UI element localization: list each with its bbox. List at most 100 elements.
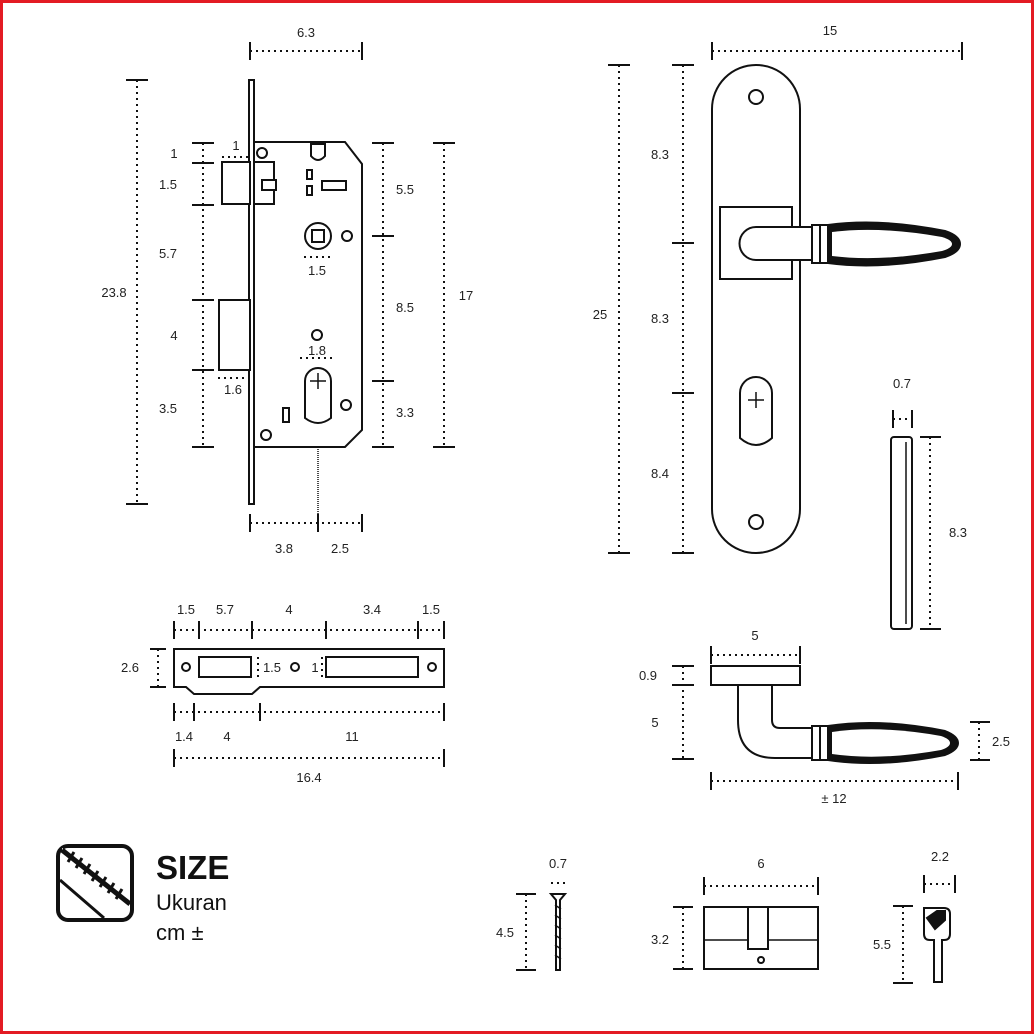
rose-thickness-label: 0.9: [639, 668, 657, 683]
plate-screw-hole: [748, 89, 764, 105]
strike-hole: [181, 662, 191, 672]
cylinder-length-label: 6: [757, 856, 764, 871]
screw-diameter-label: 0.7: [549, 856, 567, 871]
lever-side-diagram: [710, 665, 960, 765]
mortise-right-dim-1: 5.5: [396, 182, 414, 197]
spindle-diagram: 0.7 8.3: [890, 376, 967, 630]
key-shape: [923, 907, 951, 983]
ruler-icon: [56, 844, 134, 922]
strike-hole: [427, 662, 437, 672]
mortise-width-label: 6.3: [297, 25, 315, 40]
cylinder-diagram: 6 3.2: [651, 856, 819, 970]
plate-total-height: 25: [593, 307, 607, 322]
mortise-hole: [340, 399, 352, 411]
mortise-cylinder-center: [310, 373, 326, 389]
legend-subtitle: Ukuran: [156, 890, 227, 915]
mortise-small-tab: [282, 407, 290, 423]
rose-width-label: 5: [751, 628, 758, 643]
cylinder-height-label: 3.2: [651, 932, 669, 947]
mortise-hole: [311, 329, 323, 341]
mortise-latch: [221, 161, 251, 205]
key-width-label: 2.2: [931, 849, 949, 864]
mortise-slot: [321, 180, 347, 191]
mortise-slot: [306, 185, 313, 196]
keyhole-center: [748, 392, 764, 408]
mortise-hole: [341, 230, 353, 242]
mortise-notch: [310, 143, 326, 161]
screw-body: [548, 893, 568, 971]
legend-unit: cm ±: [156, 920, 204, 945]
strike-total-length: 16.4: [296, 770, 321, 785]
mortise-slot: [306, 169, 313, 180]
strike-top-2: 5.7: [216, 602, 234, 617]
mortise-hole: [256, 147, 268, 159]
strike-top-4: 3.4: [363, 602, 381, 617]
lever-side-dimensions: 5 0.9 5 2.5 ± 12: [639, 628, 1010, 806]
screw-length-label: 4.5: [496, 925, 514, 940]
plate-dim-1: 8.3: [651, 147, 669, 162]
strike-slot2-height: 1: [311, 660, 318, 675]
mortise-right-dim-3: 3.3: [396, 405, 414, 420]
cylinder-hole-label: 1.8: [308, 343, 326, 358]
mortise-latch-pin: [261, 179, 277, 191]
strike-slot-1: [198, 656, 252, 678]
plate-keyhole: [739, 376, 773, 446]
follower-size-label: 1.5: [308, 263, 326, 278]
grip-diameter-label: 2.5: [992, 734, 1010, 749]
side-lever-ring: [819, 725, 829, 761]
screw-diagram: 0.7 4.5: [496, 856, 568, 971]
strike-slot-2: [325, 656, 419, 678]
mortise-dim-4: 4: [170, 328, 177, 343]
strike-plate-diagram: [173, 648, 445, 695]
lever-projection-label: 5: [651, 715, 658, 730]
mortise-body-height: 17: [459, 288, 473, 303]
handle-plate-dimensions: 15 8.3 8.3 8.4 25: [593, 23, 963, 554]
strike-bottom-2: 4: [223, 729, 230, 744]
mortise-follower-square: [311, 229, 325, 243]
key-diagram: 2.2 5.5: [873, 849, 956, 984]
lever-grip-highlight: [832, 229, 952, 259]
strike-top-3: 4: [285, 602, 292, 617]
spindle-width-label: 0.7: [893, 376, 911, 391]
cylinder-cam: [747, 906, 769, 950]
key-length-label: 5.5: [873, 937, 891, 952]
side-rose: [710, 665, 801, 686]
mortise-lock-diagram: [218, 79, 363, 530]
latch-depth-label: 1.6: [224, 382, 242, 397]
handle-plate-diagram: [711, 64, 962, 554]
spindle-bar: [890, 436, 913, 630]
cylinder-screw-hole: [757, 956, 765, 964]
strike-bottom-3: 11: [345, 729, 359, 744]
mortise-body: [253, 141, 363, 448]
spindle-length-label: 8.3: [949, 525, 967, 540]
legend-title: SIZE: [156, 849, 229, 886]
lever-length-label: ± 12: [821, 791, 846, 806]
lever-neck: [738, 226, 813, 261]
handle-backplate: [711, 64, 801, 554]
strike-dimensions: 1.5 5.7 4 3.4 1.5 2.6 1.5 1 1.4 4 11 16.…: [121, 602, 445, 785]
size-legend: SIZE Ukuran cm ±: [56, 844, 229, 945]
side-lever-ring: [811, 725, 821, 761]
mortise-right-dim-2: 8.5: [396, 300, 414, 315]
mortise-dim-5: 3.5: [159, 401, 177, 416]
side-lever-neck: [737, 684, 813, 759]
strike-height: 2.6: [121, 660, 139, 675]
handle-width-label: 15: [823, 23, 837, 38]
strike-slot1-height: 1.5: [263, 660, 281, 675]
mortise-dim-1: 1: [170, 146, 177, 161]
mortise-dim-3: 5.7: [159, 246, 177, 261]
plate-screw-hole: [748, 514, 764, 530]
mortise-hole: [260, 429, 272, 441]
strike-top-1: 1.5: [177, 602, 195, 617]
faceplate-width-label: 1: [232, 138, 239, 153]
plate-dim-2: 8.3: [651, 311, 669, 326]
strike-hole: [290, 662, 300, 672]
lever-ring: [819, 224, 829, 264]
plate-dim-3: 8.4: [651, 466, 669, 481]
mortise-overall-height: 23.8: [101, 285, 126, 300]
strike-top-5: 1.5: [422, 602, 440, 617]
mortise-dimensions: 6.3 1 1 1.5 5.7 4 3.5 23.8 5.5 8.5 3.3 1…: [101, 25, 473, 556]
backset-label: 3.8: [275, 541, 293, 556]
